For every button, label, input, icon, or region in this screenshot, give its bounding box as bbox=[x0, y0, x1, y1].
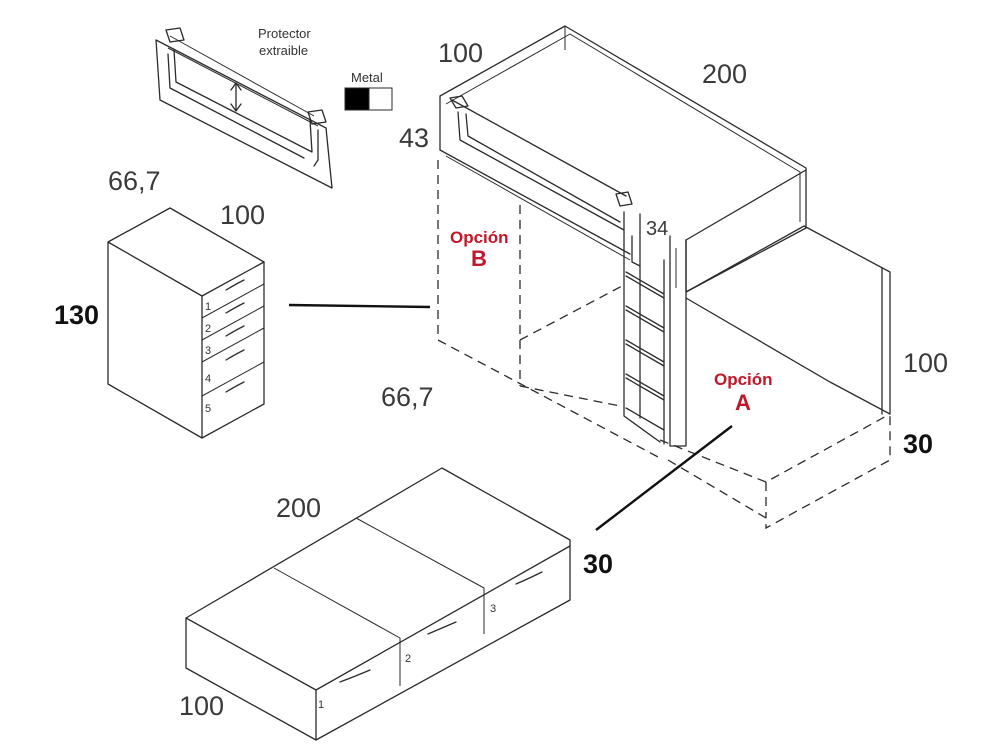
option-b-letter: B bbox=[471, 246, 487, 271]
chest-of-drawers-drawing bbox=[107, 207, 265, 439]
chest-drawer-number: 1 bbox=[205, 301, 211, 313]
chest-drawer-number: 5 bbox=[205, 403, 211, 415]
trundle-drawer-number: 3 bbox=[490, 603, 496, 615]
trundle-drawer-number: 2 bbox=[405, 653, 411, 665]
option-a-letter: A bbox=[735, 390, 751, 415]
lower-width-label: 66,7 bbox=[381, 382, 434, 412]
ladder-offset-label: 34 bbox=[646, 218, 668, 240]
chest-drawer-number: 3 bbox=[205, 345, 211, 357]
protector-label-line2: extraible bbox=[259, 43, 308, 58]
option-b-leader-line bbox=[288, 303, 431, 309]
right-base-height-label: 30 bbox=[903, 429, 933, 459]
chest-width-label: 66,7 bbox=[108, 166, 161, 196]
bed-height-top-label: 43 bbox=[399, 123, 429, 153]
option-a-title: Opción bbox=[714, 370, 773, 389]
right-unit-height-label: 100 bbox=[903, 348, 948, 378]
trundle-height-label: 30 bbox=[583, 549, 613, 579]
loft-bed-drawing bbox=[437, 25, 891, 530]
trundle-drawer-drawing bbox=[185, 467, 571, 741]
trundle-drawer-number: 1 bbox=[318, 699, 324, 711]
option-b-title: Opción bbox=[450, 228, 509, 247]
metal-label: Metal bbox=[351, 70, 383, 85]
metal-swatch-light bbox=[368, 87, 393, 111]
chest-drawer-number: 2 bbox=[205, 323, 211, 335]
trundle-length-label: 200 bbox=[276, 493, 321, 523]
chest-depth-label: 100 bbox=[220, 200, 265, 230]
chest-height-label: 130 bbox=[54, 300, 99, 330]
protector-label-line1: Protector bbox=[258, 26, 311, 41]
bed-length-label: 200 bbox=[702, 59, 747, 89]
metal-swatch-dark bbox=[344, 87, 370, 111]
protector-rail-drawing bbox=[155, 27, 333, 189]
option-a-leader-line bbox=[595, 425, 733, 531]
trundle-depth-label: 100 bbox=[179, 691, 224, 721]
chest-drawer-number: 4 bbox=[205, 373, 211, 385]
bed-depth-label: 100 bbox=[438, 38, 483, 68]
